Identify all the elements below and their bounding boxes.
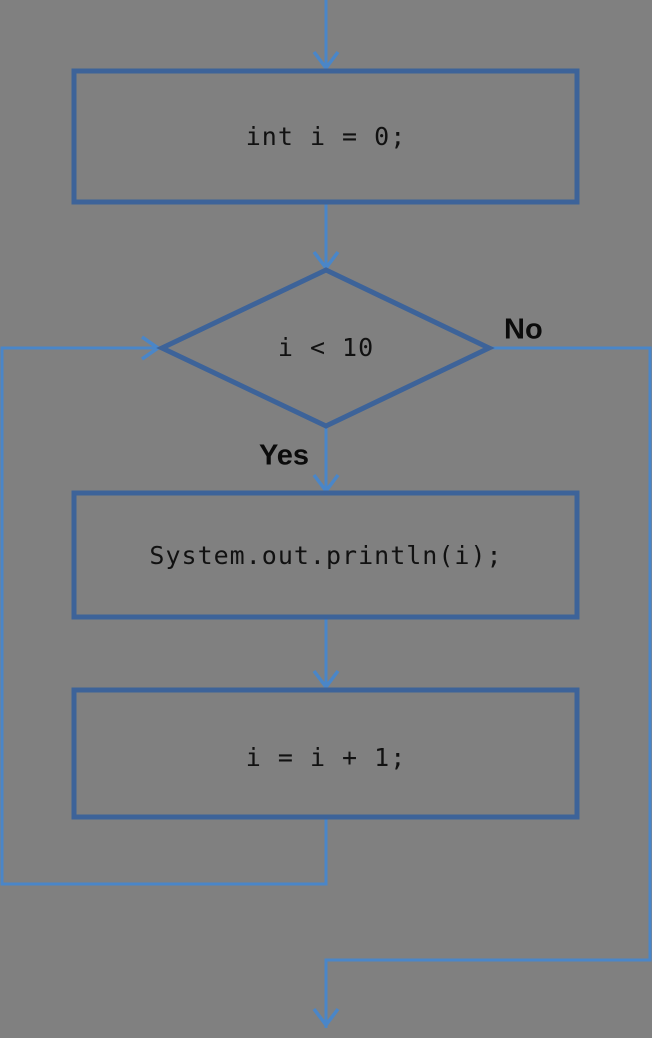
edge-print-to-increment (312, 617, 340, 690)
node-increment[interactable]: i = i + 1; (71, 687, 580, 820)
node-init-shape (71, 68, 580, 205)
node-condition[interactable]: i < 10 (156, 267, 495, 429)
node-condition-shape (156, 267, 495, 429)
edge-condition-no-to-exit (312, 346, 652, 1028)
node-increment-label: i = i + 1; (246, 743, 407, 772)
node-print[interactable]: System.out.println(i); (71, 490, 580, 620)
node-condition-label: i < 10 (278, 333, 374, 362)
branch-label-no: No (504, 314, 543, 346)
node-increment-shape (71, 687, 580, 820)
node-print-label: System.out.println(i); (149, 541, 502, 570)
node-init[interactable]: int i = 0; (71, 68, 580, 205)
node-print-shape (71, 490, 580, 620)
edge-entry-to-init (312, 0, 340, 71)
branch-label-yes: Yes (259, 440, 309, 472)
node-init-label: int i = 0; (246, 122, 407, 151)
